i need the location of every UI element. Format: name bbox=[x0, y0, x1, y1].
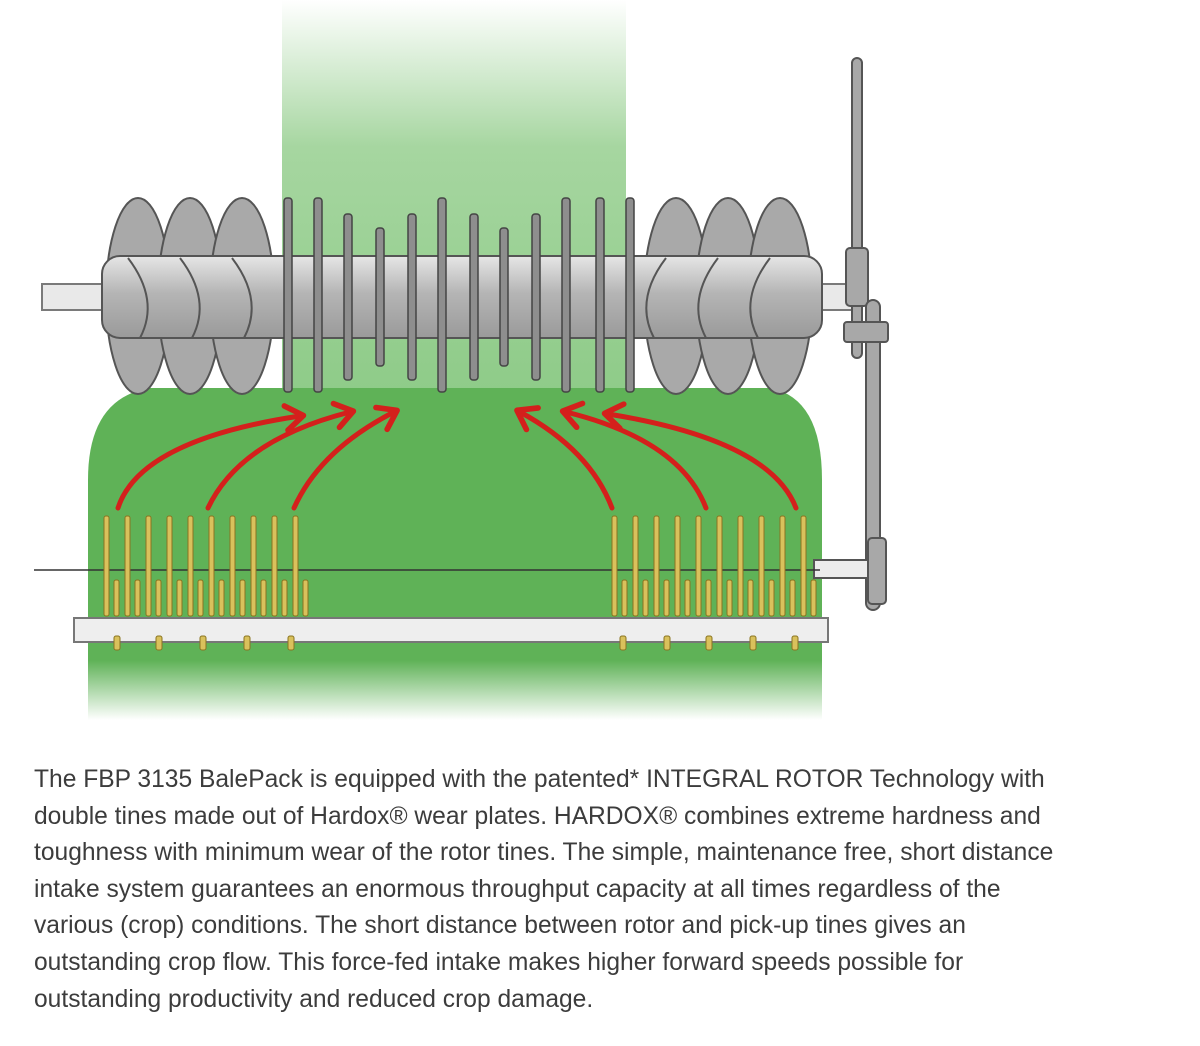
pickup-tine bbox=[758, 515, 765, 617]
rotor-tine bbox=[499, 227, 509, 367]
auger-spiral-bands bbox=[127, 257, 771, 339]
rotor-tine bbox=[407, 213, 417, 381]
flow-arrow-right-2 bbox=[559, 400, 709, 511]
pickup-stud bbox=[663, 635, 671, 651]
rotor-tines bbox=[283, 197, 635, 393]
pickup-tine-short bbox=[155, 579, 162, 617]
pickup-tine bbox=[271, 515, 278, 617]
caption-line: toughness with minimum wear of the rotor… bbox=[34, 839, 1054, 867]
pickup-tine-short bbox=[260, 579, 267, 617]
rotor-tine bbox=[283, 197, 293, 393]
pickup-tine-short bbox=[810, 579, 817, 617]
pickup-tine-short bbox=[218, 579, 225, 617]
pickup-tine bbox=[800, 515, 807, 617]
rotor-tine bbox=[375, 227, 385, 367]
pickup-stud bbox=[155, 635, 163, 651]
caption-line: intake system guarantees an enormous thr… bbox=[34, 875, 1001, 903]
caption-line: double tines made out of Hardox® wear pl… bbox=[34, 802, 1041, 830]
flow-arrow-left-2 bbox=[205, 400, 357, 511]
flow-arrow-left-1 bbox=[115, 403, 307, 511]
pickup-tine-short bbox=[726, 579, 733, 617]
pickup-tine bbox=[103, 515, 110, 617]
rotor-tine bbox=[313, 197, 323, 393]
pickup-tine-studs bbox=[113, 635, 799, 651]
pickup-tine bbox=[250, 515, 257, 617]
pickup-tine bbox=[611, 515, 618, 617]
rotor-tine bbox=[595, 197, 605, 393]
flow-arrow-right-3 bbox=[601, 401, 799, 511]
caption-line: The FBP 3135 BalePack is equipped with t… bbox=[34, 766, 1045, 793]
pickup-tine-short bbox=[747, 579, 754, 617]
pickup-tine-short bbox=[281, 579, 288, 617]
pickup-tine bbox=[208, 515, 215, 617]
rotor-tine bbox=[561, 197, 571, 393]
flow-arrow-right-1 bbox=[514, 405, 615, 511]
pickup-tine bbox=[292, 515, 299, 617]
pickup-tine-short bbox=[789, 579, 796, 617]
caption-line: outstanding productivity and reduced cro… bbox=[34, 985, 594, 1013]
pickup-tine bbox=[166, 515, 173, 617]
pickup-tine-short bbox=[684, 579, 691, 617]
pickup-tines bbox=[103, 515, 817, 617]
pickup-tine-short bbox=[113, 579, 120, 617]
pickup-stud bbox=[619, 635, 627, 651]
flow-arrow-left-3 bbox=[291, 404, 400, 511]
rotor-tine bbox=[625, 197, 635, 393]
pickup-tine bbox=[229, 515, 236, 617]
pickup-tine bbox=[674, 515, 681, 617]
caption-line: various (crop) conditions. The short dis… bbox=[34, 912, 966, 940]
pickup-tine bbox=[737, 515, 744, 617]
crop-flow-band bbox=[282, 0, 626, 420]
pickup-tine bbox=[145, 515, 152, 617]
pickup-tine bbox=[187, 515, 194, 617]
pickup-stud bbox=[113, 635, 121, 651]
rotor-tine bbox=[343, 213, 353, 381]
pickup-stud bbox=[705, 635, 713, 651]
pickup-tine-short bbox=[621, 579, 628, 617]
pickup-stud bbox=[199, 635, 207, 651]
pickup-tine-short bbox=[642, 579, 649, 617]
pickup-tine-short bbox=[197, 579, 204, 617]
caption-line: outstanding crop flow. This force-fed in… bbox=[34, 948, 964, 976]
pickup-tine-short bbox=[239, 579, 246, 617]
pickup-stud bbox=[243, 635, 251, 651]
pickup-tine bbox=[653, 515, 660, 617]
description-text: The FBP 3135 BalePack is equipped with t… bbox=[34, 762, 1194, 1018]
rotor-drum bbox=[101, 255, 823, 339]
rotor-diagram bbox=[34, 0, 889, 720]
pickup-tine-short bbox=[768, 579, 775, 617]
pickup-stud bbox=[287, 635, 295, 651]
pickup-tine bbox=[716, 515, 723, 617]
crop-flow-arrows bbox=[115, 400, 799, 511]
pickup-bar bbox=[73, 617, 829, 643]
pickup-tine-short bbox=[302, 579, 309, 617]
pickup-tine-short bbox=[663, 579, 670, 617]
pickup-tine-short bbox=[705, 579, 712, 617]
pickup-tine-short bbox=[176, 579, 183, 617]
pickup-tine bbox=[632, 515, 639, 617]
rotor-tine bbox=[531, 213, 541, 381]
pickup-tine-short bbox=[134, 579, 141, 617]
pickup-tine bbox=[695, 515, 702, 617]
pickup-tine bbox=[779, 515, 786, 617]
drive-linkage bbox=[813, 57, 889, 611]
pickup-stud bbox=[749, 635, 757, 651]
rotor-tine bbox=[437, 197, 447, 393]
pickup-tine bbox=[124, 515, 131, 617]
rotor-tine bbox=[469, 213, 479, 381]
pickup-stud bbox=[791, 635, 799, 651]
